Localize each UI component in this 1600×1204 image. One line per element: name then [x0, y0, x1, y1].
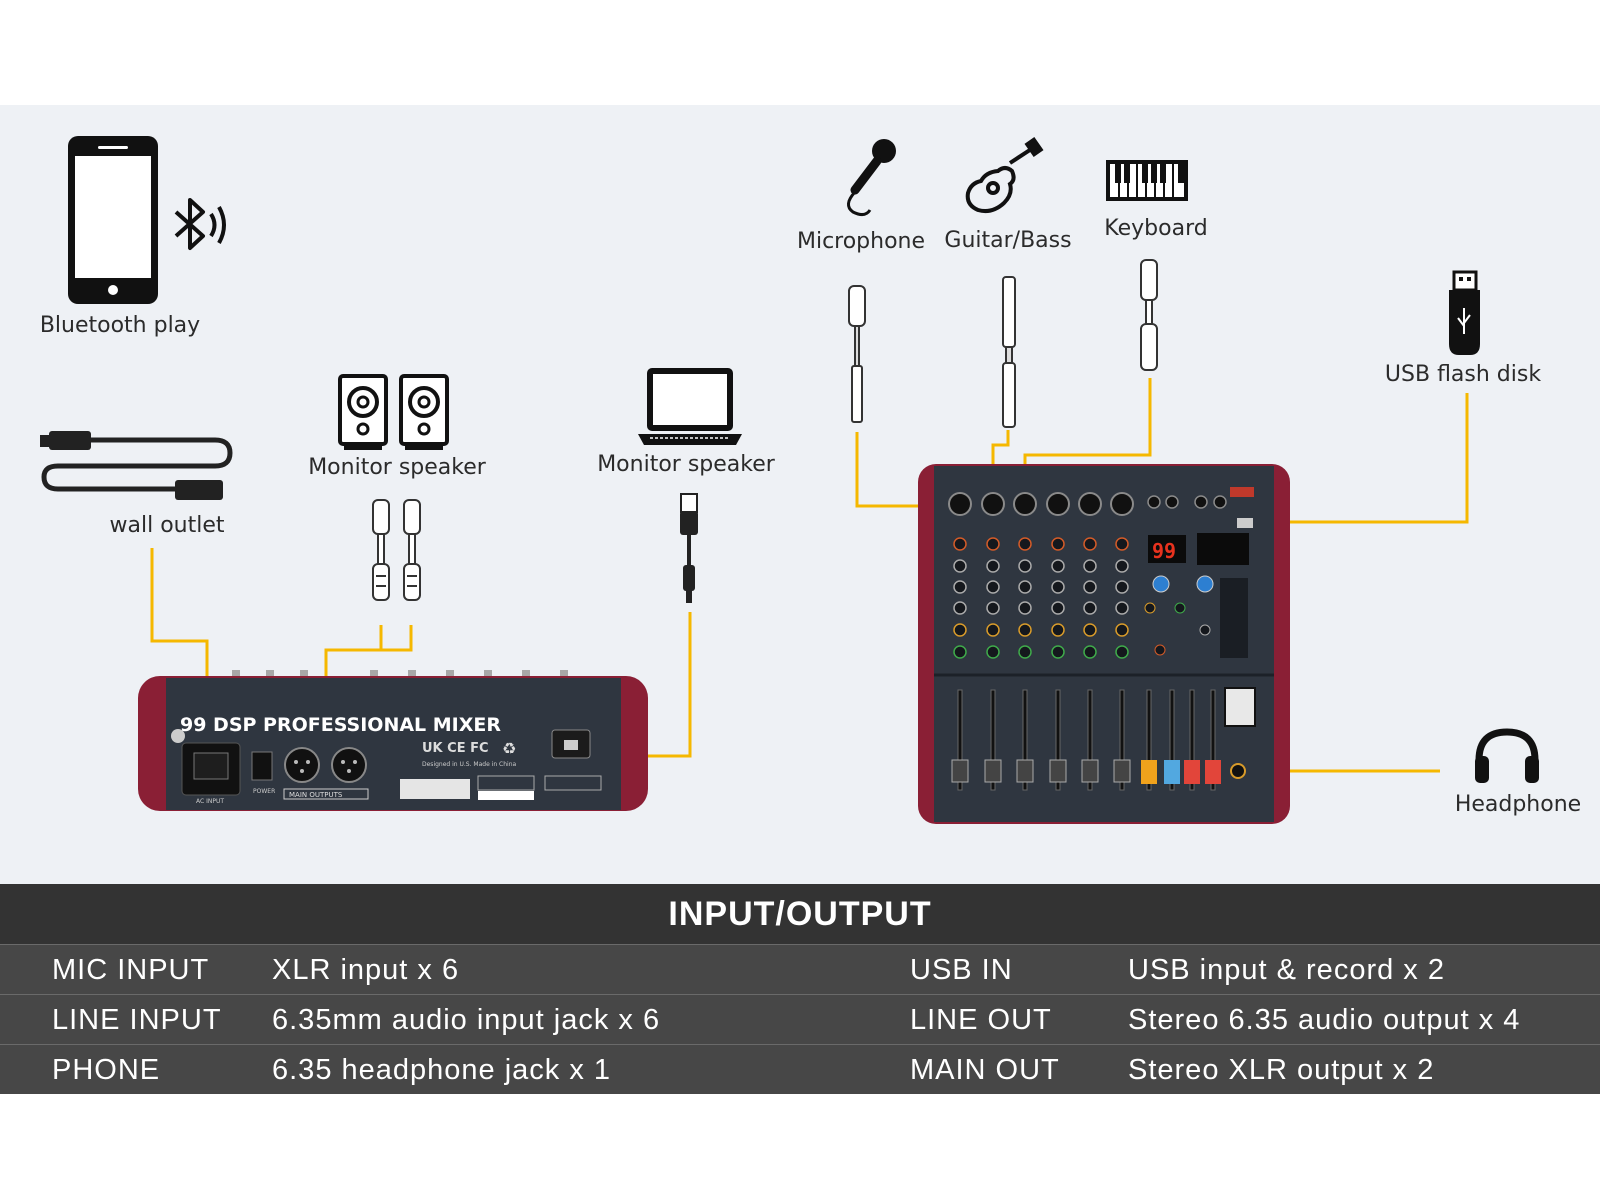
row-value-right: Stereo XLR output x 2 [1128, 1054, 1435, 1086]
row-label-right: MAIN OUT [910, 1054, 1060, 1086]
caution-sticker [400, 779, 470, 799]
fx-display-value: 99 [1152, 539, 1176, 563]
aux-jacks [1147, 495, 1227, 509]
headphone-jack [1230, 763, 1246, 779]
row-value-right: USB input & record x 2 [1128, 954, 1445, 986]
bluetooth-play-label: Bluetooth play [39, 313, 201, 338]
usb-cable-icon [680, 493, 698, 603]
media-display [1197, 533, 1249, 565]
recycle-icon: ♻ [502, 739, 516, 758]
row-label-right: LINE OUT [910, 1004, 1052, 1036]
microphone-icon [847, 139, 896, 217]
power-switch [251, 751, 273, 781]
laptop-icon [638, 368, 742, 445]
mixer-front-panel: 99 [918, 464, 1290, 824]
io-spec-table: INPUT/OUTPUT MIC INPUT XLR input x 6 USB… [0, 884, 1600, 1094]
channel-knobs [953, 537, 1129, 659]
power-label: POWER [253, 788, 275, 795]
master-knobs [1144, 575, 1214, 656]
main-outputs-label: MAIN OUTPUTS [289, 791, 343, 799]
level-meter [1224, 687, 1256, 727]
wall-outlet-label: wall outlet [109, 513, 225, 538]
speaker-right [399, 374, 449, 450]
microphone-label: Microphone [796, 229, 926, 254]
main-output-jacks [284, 747, 367, 783]
speaker-left [338, 374, 388, 450]
channel-input-jacks [948, 492, 1134, 516]
mixer-rear-title: 99 DSP PROFESSIONAL MIXER [180, 714, 501, 736]
row-value-left: 6.35mm audio input jack x 6 [272, 1004, 661, 1036]
row-label-left: PHONE [52, 1054, 161, 1086]
keyboard-label: Keyboard [1104, 216, 1208, 241]
monitor-speaker-label-2: Monitor speaker [597, 452, 775, 477]
fader-tracks [957, 689, 1216, 791]
keyboard-cable-icon [1140, 259, 1158, 371]
headphone-icon [1475, 728, 1539, 783]
row-label-right: USB IN [910, 954, 1013, 986]
row-label-left: MIC INPUT [52, 954, 210, 986]
bluetooth-icon [174, 198, 226, 250]
row-value-left: XLR input x 6 [272, 954, 460, 986]
table-row: PHONE 6.35 headphone jack x 1 MAIN OUT S… [0, 1044, 1600, 1094]
mic-cable-icon [848, 285, 866, 423]
table-row: LINE INPUT 6.35mm audio input jack x 6 L… [0, 994, 1600, 1044]
power-cable-icon [40, 431, 233, 500]
ac-input-label: AC INPUT [196, 798, 224, 805]
mixer-rear-panel: 99 DSP PROFESSIONAL MIXER AC INPUT POWER… [138, 670, 648, 811]
table-row: MIC INPUT XLR input x 6 USB IN USB input… [0, 944, 1600, 994]
fader-caps [951, 759, 1221, 784]
guitar-icon [965, 137, 1044, 214]
monitor-speaker-label-1: Monitor speaker [308, 455, 486, 480]
usb-a-port [1237, 518, 1253, 528]
guitar-cable-icon [1002, 276, 1016, 428]
table-title: INPUT/OUTPUT [0, 884, 1600, 944]
row-value-right: Stereo 6.35 audio output x 4 [1128, 1004, 1521, 1036]
usb-flash-disk-label: USB flash disk [1384, 362, 1542, 387]
monitor-speakers-icon [338, 374, 449, 450]
speaker-line-right [326, 625, 413, 652]
ac-input-socket [181, 742, 241, 796]
keyboard-icon [1106, 160, 1188, 201]
usb-flash-line [1245, 393, 1469, 524]
power-indicator [1230, 487, 1254, 497]
certification-marks: UK CE FC [422, 741, 489, 756]
xlr-cables-icon [372, 499, 421, 601]
headphone-label: Headphone [1454, 792, 1582, 817]
guitar-bass-label: Guitar/Bass [944, 228, 1072, 253]
fx-display [1148, 535, 1186, 563]
smartphone-icon [68, 136, 158, 304]
row-label-left: LINE INPUT [52, 1004, 222, 1036]
usb-flash-disk-icon [1449, 270, 1480, 355]
made-in-label: Designed in U.S. Made in China [422, 761, 517, 768]
row-value-left: 6.35 headphone jack x 1 [272, 1054, 612, 1086]
